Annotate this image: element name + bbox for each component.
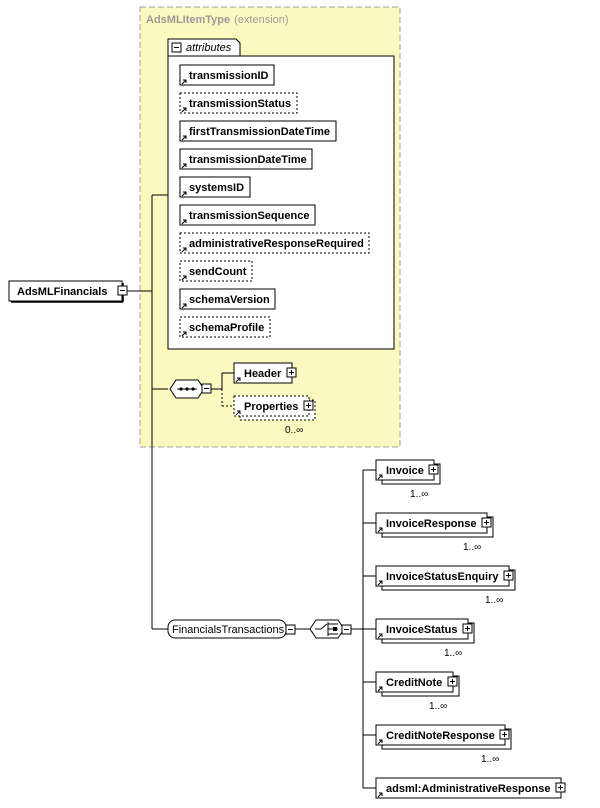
attribute-administrative-response-required[interactable]: administrativeResponseRequired xyxy=(179,232,370,254)
root-element-label: AdsMLFinancials xyxy=(17,286,107,298)
cardinality-label: 1..∞ xyxy=(444,648,462,659)
root-element[interactable]: AdsMLFinancials xyxy=(8,280,124,303)
expand-credit-note-response-icon[interactable] xyxy=(499,729,510,740)
attribute-label: transmissionID xyxy=(189,70,269,82)
attribute-label: schemaProfile xyxy=(189,322,264,334)
cardinality-label: 0..∞ xyxy=(285,425,303,436)
element-credit-note[interactable]: CreditNote xyxy=(375,671,460,697)
complex-type-derivation: (extension) xyxy=(234,14,288,26)
expand-adsml-administrative-response-icon[interactable] xyxy=(555,782,566,793)
attribute-transmission-status[interactable]: transmissionStatus xyxy=(179,92,298,114)
complex-type-name: AdsMLItemType xyxy=(146,14,230,26)
element-label: Properties xyxy=(244,401,298,413)
sequence-compositor-icon[interactable] xyxy=(169,379,205,399)
attribute-schema-version[interactable]: schemaVersion xyxy=(179,288,276,310)
cardinality-label: 1..∞ xyxy=(485,595,503,606)
choice-compositor-icon[interactable] xyxy=(309,619,345,639)
element-label: Header xyxy=(244,368,282,380)
element-invoice-status-enquiry[interactable]: InvoiceStatusEnquiry xyxy=(375,565,516,591)
element-invoice-status[interactable]: InvoiceStatus xyxy=(375,618,475,644)
attribute-label: systemsID xyxy=(189,182,244,194)
attribute-label: administrativeResponseRequired xyxy=(189,238,364,250)
attribute-transmission-sequence[interactable]: transmissionSequence xyxy=(179,204,316,226)
attribute-transmission-id[interactable]: transmissionID xyxy=(179,64,275,86)
attribute-label: sendCount xyxy=(189,266,247,278)
expand-properties-icon[interactable] xyxy=(303,400,314,411)
cardinality-label: 1..∞ xyxy=(481,754,499,765)
expand-invoice-icon[interactable] xyxy=(428,464,439,475)
element-header[interactable]: Header xyxy=(233,362,293,384)
element-label: InvoiceStatusEnquiry xyxy=(386,571,499,583)
attributes-label: attributes xyxy=(186,42,232,54)
attribute-label: firstTransmissionDateTime xyxy=(189,126,330,138)
sequence-collapse-icon[interactable] xyxy=(201,383,212,394)
attribute-first-transmission-date-time[interactable]: firstTransmissionDateTime xyxy=(179,120,337,142)
element-invoice[interactable]: Invoice xyxy=(375,459,441,485)
attribute-label: transmissionSequence xyxy=(189,210,309,222)
element-adsml-administrative-response[interactable]: adsml:AdministrativeResponse xyxy=(375,777,562,799)
element-properties[interactable]: Properties xyxy=(233,395,316,421)
choice-collapse-icon[interactable] xyxy=(341,624,352,635)
element-label: CreditNote xyxy=(386,677,442,689)
element-label: InvoiceStatus xyxy=(386,624,458,636)
element-label: InvoiceResponse xyxy=(386,518,476,530)
element-credit-note-response[interactable]: CreditNoteResponse xyxy=(375,724,512,750)
expand-header-icon[interactable] xyxy=(286,367,297,378)
element-label: adsml:AdministrativeResponse xyxy=(386,783,550,795)
element-label: CreditNoteResponse xyxy=(386,730,495,742)
cardinality-label: 1..∞ xyxy=(429,701,447,712)
attributes-collapse-icon[interactable] xyxy=(171,42,182,53)
attribute-label: transmissionStatus xyxy=(189,98,291,110)
attribute-label: schemaVersion xyxy=(189,294,270,306)
attribute-systems-id[interactable]: systemsID xyxy=(179,176,251,198)
root-collapse-icon[interactable] xyxy=(117,285,128,296)
financials-transactions-element[interactable]: FinancialsTransactions xyxy=(167,619,287,639)
attributes-tab xyxy=(167,38,241,56)
expand-credit-note-icon[interactable] xyxy=(447,676,458,687)
element-invoice-response[interactable]: InvoiceResponse xyxy=(375,512,494,538)
attribute-send-count[interactable]: sendCount xyxy=(179,260,253,282)
attribute-transmission-date-time[interactable]: transmissionDateTime xyxy=(179,148,313,170)
expand-invoice-response-icon[interactable] xyxy=(481,517,492,528)
attribute-label: transmissionDateTime xyxy=(189,154,307,166)
financials-transactions-collapse-icon[interactable] xyxy=(285,624,296,635)
expand-invoice-status-icon[interactable] xyxy=(462,623,473,634)
expand-invoice-status-enquiry-icon[interactable] xyxy=(503,570,514,581)
attribute-schema-profile[interactable]: schemaProfile xyxy=(179,316,271,338)
cardinality-label: 1..∞ xyxy=(410,489,428,500)
element-label: Invoice xyxy=(386,465,424,477)
cardinality-label: 1..∞ xyxy=(463,542,481,553)
financials-transactions-label: FinancialsTransactions xyxy=(172,624,285,636)
